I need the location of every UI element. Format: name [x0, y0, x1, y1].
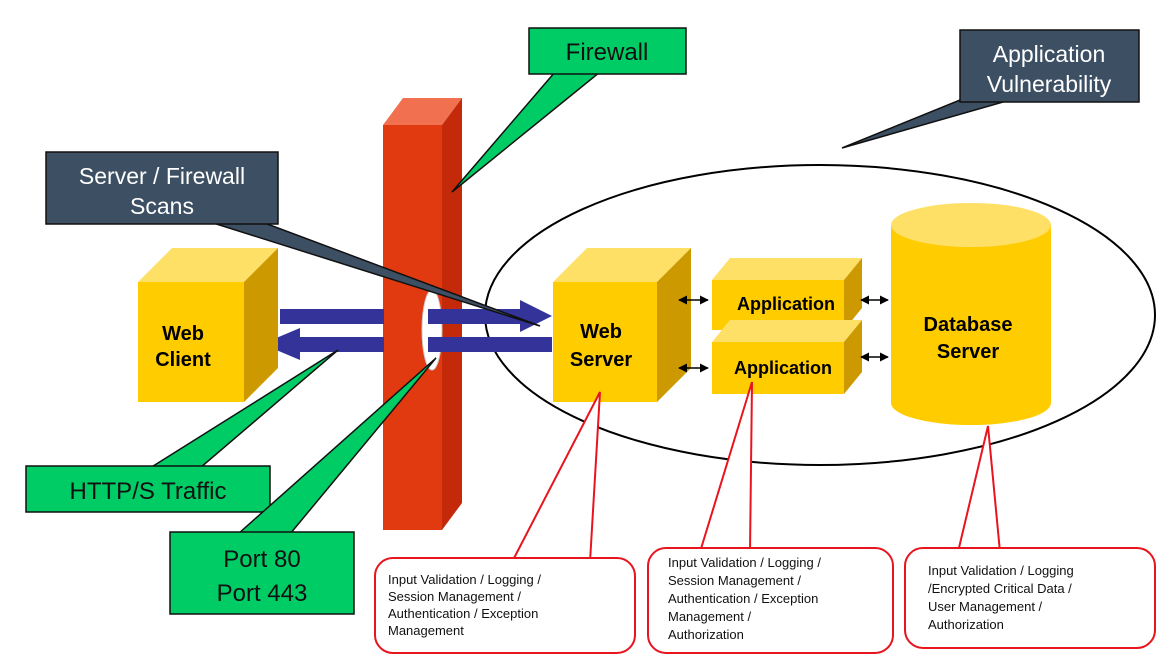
database-note-line: /Encrypted Critical Data /: [928, 581, 1072, 596]
web-server-note-text: Input Validation / Logging / Session Man…: [388, 572, 545, 638]
traffic-arrows-right: [428, 300, 552, 352]
application-note-text: Input Validation / Logging / Session Man…: [668, 555, 825, 642]
database-note-line: User Management /: [928, 599, 1043, 614]
web-server-note-line: Authentication / Exception: [388, 606, 538, 621]
database-label-line2: Server: [937, 341, 999, 363]
app-vulnerability-line1: Application: [993, 41, 1106, 67]
port-callout: Port 80 Port 443: [169, 357, 437, 615]
web-server-label-line1: Web: [580, 321, 622, 343]
application-top-label: Application: [737, 294, 835, 314]
port443-text: Port 443: [217, 580, 308, 607]
firewall-callout-text: Firewall: [566, 39, 649, 66]
firewall-callout: Firewall: [451, 27, 687, 193]
web-server-note-line: Session Management /: [388, 589, 521, 604]
web-server-note-line: Management: [388, 623, 464, 638]
http-traffic-text: HTTP/S Traffic: [70, 478, 227, 505]
app-vulnerability-callout: Application Vulnerability: [841, 29, 1140, 149]
web-client-box: Web Client: [138, 248, 278, 402]
scans-callout: Server / Firewall Scans: [45, 151, 541, 327]
web-server-note: Input Validation / Logging / Session Man…: [374, 391, 636, 654]
database-note-line: Authorization: [928, 617, 1004, 632]
database-server-cylinder: Database Server: [891, 203, 1051, 425]
application-note: Input Validation / Logging / Session Man…: [647, 381, 894, 654]
web-server-box: Web Server: [553, 248, 691, 402]
web-client-label-line2: Client: [155, 349, 211, 371]
port80-text: Port 80: [223, 546, 300, 573]
http-traffic-callout: HTTP/S Traffic: [25, 349, 339, 513]
application-note-line: Authentication / Exception: [668, 591, 818, 606]
application-box-bottom: Application: [712, 320, 862, 394]
scans-callout-line2: Scans: [130, 193, 194, 219]
application-box-top: Application: [712, 258, 862, 330]
traffic-arrows-left: [262, 309, 384, 360]
database-note: Input Validation / Logging /Encrypted Cr…: [904, 425, 1156, 649]
application-note-line: Session Management /: [668, 573, 801, 588]
tier-connectors: [678, 295, 889, 373]
scans-callout-line1: Server / Firewall: [79, 163, 245, 189]
port-opening: [421, 289, 443, 371]
app-vulnerability-line2: Vulnerability: [987, 71, 1112, 97]
application-note-line: Input Validation / Logging /: [668, 555, 821, 570]
application-bottom-label: Application: [734, 358, 832, 378]
database-note-text: Input Validation / Logging /Encrypted Cr…: [928, 563, 1077, 632]
database-label-line1: Database: [924, 314, 1013, 336]
web-server-note-line: Input Validation / Logging /: [388, 572, 541, 587]
application-note-line: Management /: [668, 609, 751, 624]
web-client-label-line1: Web: [162, 323, 204, 345]
application-note-line: Authorization: [668, 627, 744, 642]
web-server-label-line2: Server: [570, 349, 632, 371]
database-note-line: Input Validation / Logging: [928, 563, 1074, 578]
